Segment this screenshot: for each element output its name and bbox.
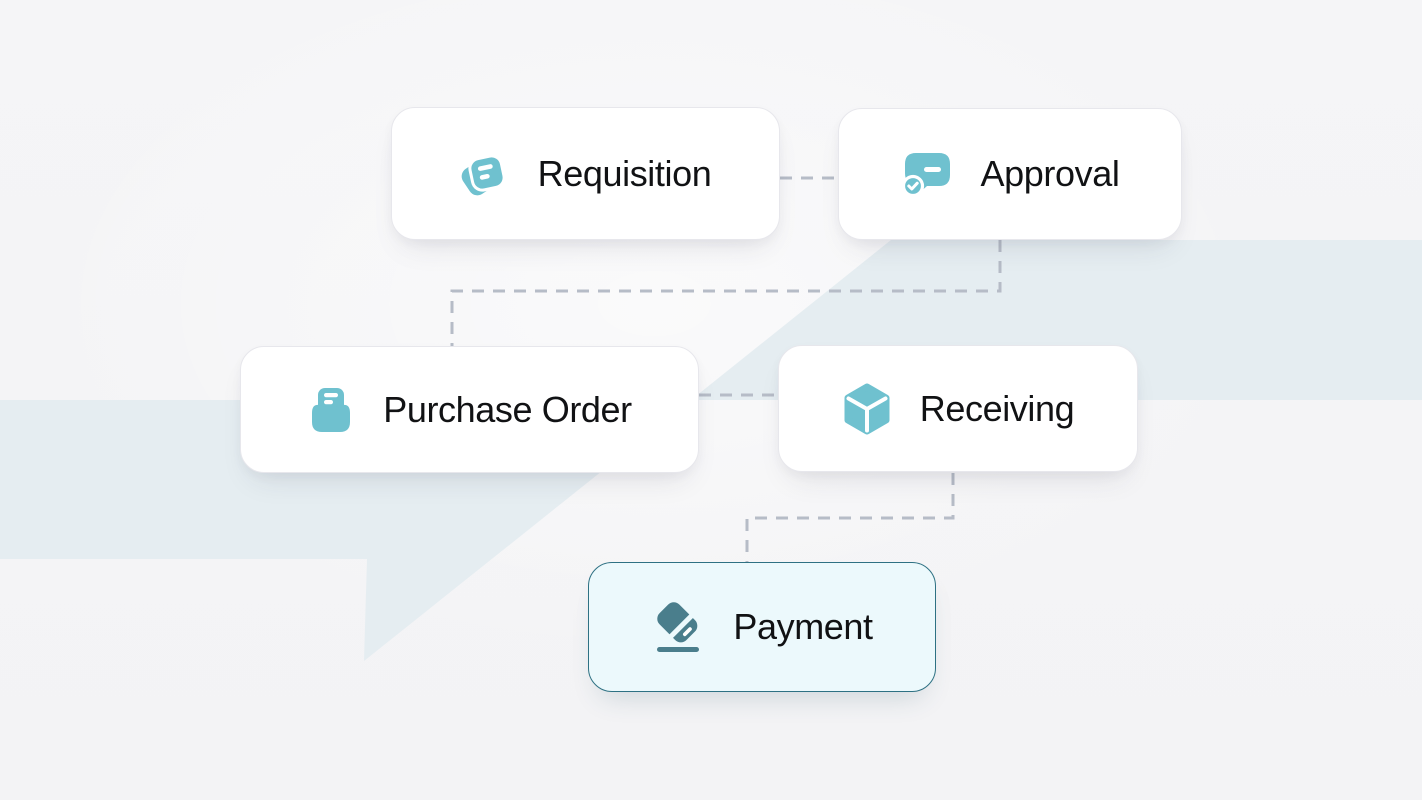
chat-approved-icon <box>901 153 950 198</box>
node-label: Approval <box>980 153 1120 194</box>
connector-approval-purchase-order <box>450 240 1002 346</box>
card-payment-icon <box>657 602 700 652</box>
node-label: Payment <box>733 606 873 647</box>
flow-node-purchase-order[interactable]: Purchase Order <box>240 346 699 473</box>
node-label: Receiving <box>919 387 1075 429</box>
connector-receiving-payment <box>745 473 955 562</box>
node-label: Purchase Order <box>383 388 632 430</box>
notes-icon <box>461 153 506 195</box>
node-label: Requisition <box>537 152 712 194</box>
package-icon <box>844 383 890 434</box>
flow-node-requisition[interactable]: Requisition <box>391 107 780 240</box>
order-tray-icon <box>312 387 351 432</box>
flow-node-approval[interactable]: Approval <box>838 108 1182 240</box>
flow-connectors <box>450 176 1002 562</box>
flow-node-receiving[interactable]: Receiving <box>778 345 1138 472</box>
flow-node-payment[interactable]: Payment <box>588 562 936 692</box>
